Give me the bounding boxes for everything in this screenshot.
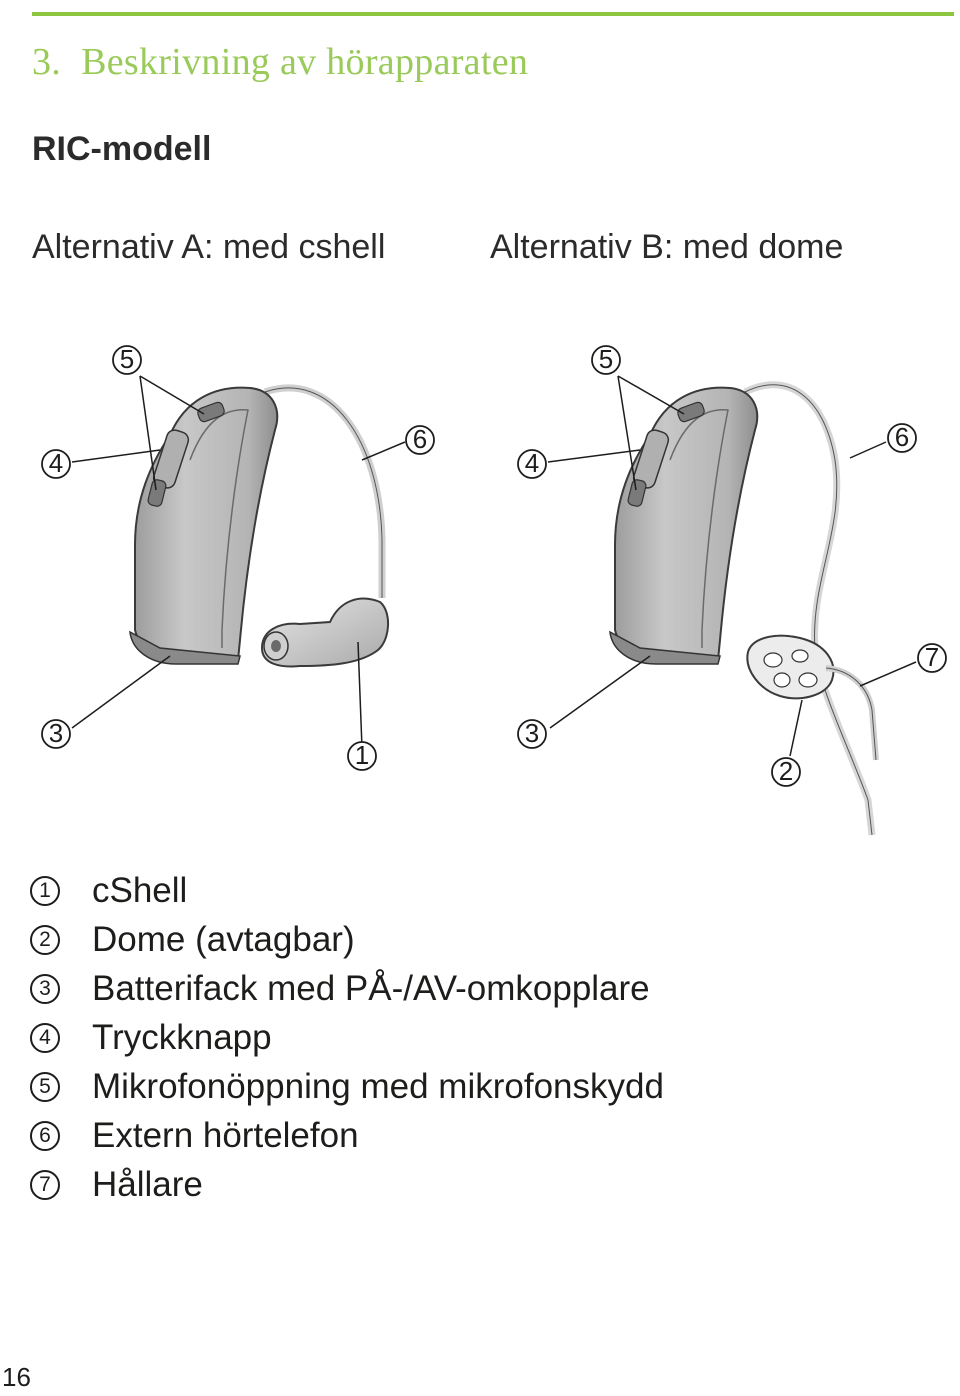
callout-a-4: 4 [41, 448, 71, 479]
callout-b-6-label: 6 [895, 422, 909, 452]
mic-opening-a-upper [197, 401, 225, 423]
section-number: 3. [32, 41, 62, 83]
legend-number-badge: 2 [30, 924, 60, 955]
alternative-a-label: Alternativ A: med cshell [32, 228, 386, 266]
legend-text: cShell [92, 870, 188, 910]
callout-b-3: 3 [517, 718, 547, 749]
receiver-wire-a-outline [264, 387, 383, 598]
callout-b-7: 7 [917, 642, 947, 673]
callout-a-4-label: 4 [49, 448, 63, 478]
callouts-a: 5 4 6 3 1 [41, 344, 435, 771]
callout-b-4: 4 [517, 448, 547, 479]
legend-text: Dome (avtagbar) [92, 919, 355, 959]
header-rule [32, 12, 954, 16]
device-b [609, 381, 879, 836]
parts-legend: 1 cShell 2 Dome (avtagbar) 3 Batterifack me… [30, 866, 664, 1209]
dome [746, 634, 835, 700]
legend-item: 3 Batterifack med PÅ-/AV-omkopplare [30, 964, 664, 1013]
device-a-seam [189, 409, 249, 648]
leader-lines-b [547, 375, 917, 757]
legend-item: 5 Mikrofonöppning med mikrofonskydd [30, 1062, 664, 1111]
callout-a-5-label: 5 [120, 344, 134, 374]
device-a [129, 384, 389, 668]
cshell-opening-inner [271, 640, 281, 652]
legend-item: 6 Extern hörtelefon [30, 1111, 664, 1160]
alternative-b-heading: Alternativ B: med dome [490, 228, 843, 267]
legend-number-badge: 3 [30, 973, 60, 1004]
receiver-wire-a [263, 384, 386, 598]
dome-vent-1 [763, 652, 783, 668]
legend-item: 4 Tryckknapp [30, 1013, 664, 1062]
alternative-b-label: Alternativ B: med dome [490, 228, 844, 266]
battery-door-b [609, 630, 721, 665]
legend-number-badge: 4 [30, 1022, 60, 1053]
legend-item: 2 Dome (avtagbar) [30, 915, 664, 964]
page-number: 16 [2, 1362, 31, 1392]
hearing-aid-illustration: 5 4 6 3 1 5 4 6 [41, 344, 947, 836]
legend-number-badge: 1 [30, 875, 60, 906]
device-b-seam [669, 409, 729, 648]
retention-holder-outline [825, 667, 877, 761]
section-title-text: Beskrivning av hörapparaten [81, 41, 529, 83]
legend-item: 1 cShell [30, 866, 664, 915]
callout-b-7-label: 7 [925, 642, 939, 672]
alternative-a-heading: Alternativ A: med cshell [32, 228, 385, 267]
mic-opening-b-upper [677, 401, 705, 423]
callout-a-5: 5 [112, 344, 142, 375]
callout-b-3-label: 3 [525, 718, 539, 748]
battery-door-a [129, 630, 241, 665]
cshell-earpiece [260, 597, 389, 668]
receiver-wire-b-outline [744, 384, 873, 836]
legend-text: Batterifack med PÅ-/AV-omkopplare [92, 968, 650, 1008]
legend-number-badge: 6 [30, 1120, 60, 1151]
callout-b-6: 6 [887, 422, 917, 453]
legend-item: 7 Hållare [30, 1160, 664, 1209]
callout-a-1-label: 1 [355, 740, 369, 770]
legend-text: Hållare [92, 1164, 203, 1204]
legend-number-badge: 5 [30, 1071, 60, 1102]
callouts-b: 5 4 6 7 3 2 [517, 344, 947, 787]
legend-text: Tryckknapp [92, 1017, 272, 1057]
callout-b-2: 2 [771, 756, 801, 787]
legend-number-badge: 7 [30, 1169, 60, 1200]
callout-b-5: 5 [591, 344, 621, 375]
leader-lines-a [71, 375, 406, 749]
dome-vent-2 [791, 649, 809, 663]
model-subtitle: RIC-modell [32, 130, 212, 168]
callout-b-2-label: 2 [779, 756, 793, 786]
receiver-wire-b [743, 381, 876, 836]
dome-vent-3 [773, 672, 791, 688]
section-title: 3. Beskrivning av hörapparaten [32, 40, 528, 84]
callout-a-6: 6 [405, 424, 435, 455]
callout-b-5-label: 5 [599, 344, 613, 374]
callout-a-3: 3 [41, 718, 71, 749]
callout-b-4-label: 4 [525, 448, 539, 478]
dome-vent-4 [798, 672, 818, 688]
callout-a-6-label: 6 [413, 424, 427, 454]
mic-opening-b-lower [627, 479, 647, 507]
legend-text: Mikrofonöppning med mikrofonskydd [92, 1066, 664, 1106]
callout-a-3-label: 3 [49, 718, 63, 748]
callout-a-1: 1 [347, 740, 377, 771]
legend-text: Extern hörtelefon [92, 1115, 359, 1155]
mic-opening-a-lower [147, 479, 167, 507]
